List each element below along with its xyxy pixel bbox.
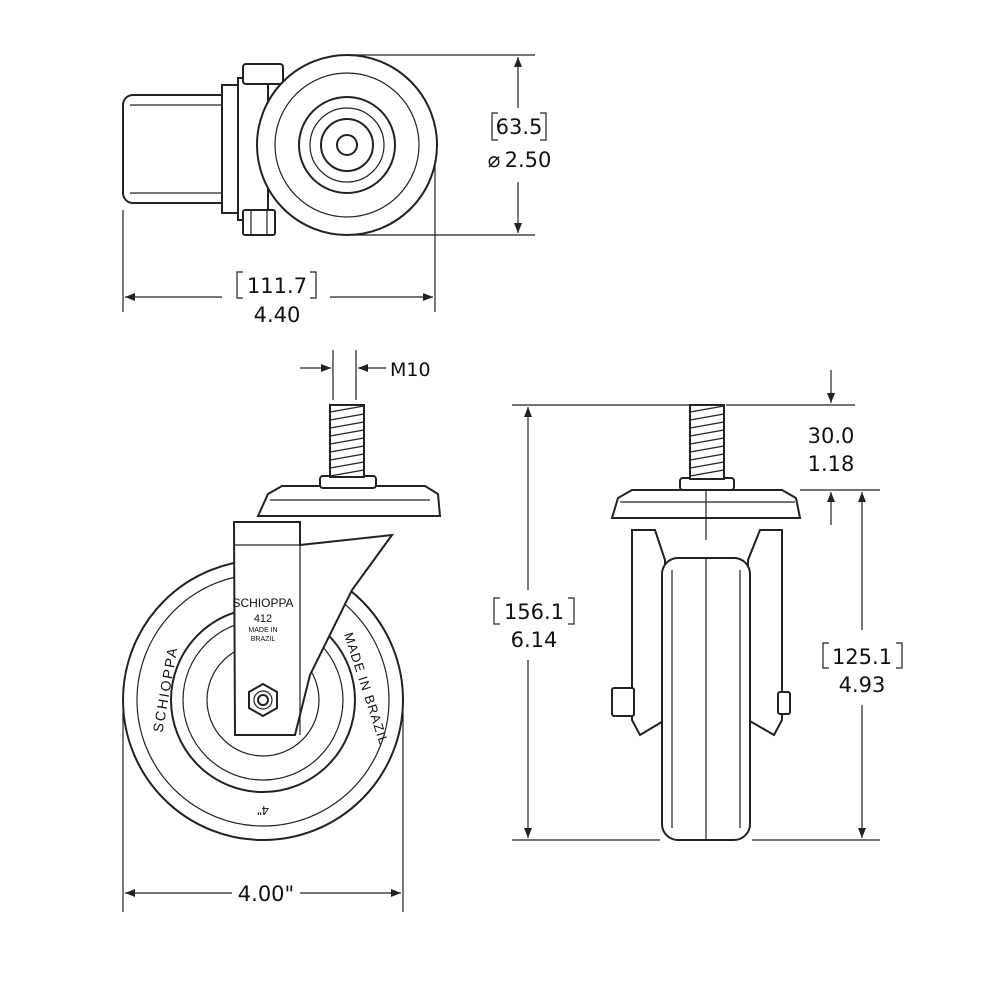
- top-dia-in: 2.50: [505, 148, 552, 172]
- top-length-in: 4.40: [254, 303, 301, 327]
- side-view: 156.1 6.14 30.0 1.18 125.1 4.93: [493, 370, 903, 841]
- stem-height-mm: 30.0: [808, 424, 855, 448]
- top-view: 63.5 ⌀ 2.50 111.7 4.40: [122, 54, 552, 327]
- total-height-in: 6.14: [511, 628, 558, 652]
- fork-model: 412: [254, 613, 272, 625]
- side-axle-nut: [777, 691, 791, 715]
- mount-height-in: 4.93: [839, 673, 886, 697]
- side-fork-left: [631, 529, 666, 737]
- top-view-nut-top: [242, 63, 284, 85]
- wheel-dia-label: 4.00": [238, 882, 294, 906]
- stem-height-in: 1.18: [808, 452, 855, 476]
- diameter-symbol: ⌀: [488, 148, 501, 172]
- top-dia-mm: 63.5: [496, 115, 543, 139]
- front-view: SCHIOPPA MADE IN BRAZIL 4" SCHIOPPA 412 …: [122, 350, 442, 912]
- top-view-stem: [336, 134, 358, 156]
- top-length-mm: 111.7: [247, 274, 307, 298]
- side-fork-right: [747, 529, 783, 737]
- front-top-plate: [256, 485, 442, 517]
- total-height-mm: 156.1: [504, 600, 564, 624]
- fork-brand: SCHIOPPA: [232, 596, 293, 610]
- side-axle-bolt: [611, 687, 635, 717]
- hub-size-mark: 4": [257, 803, 269, 818]
- front-fork: [232, 521, 395, 736]
- fork-made-in-1: MADE IN: [248, 627, 277, 634]
- top-view-nut-bottom: [242, 209, 276, 236]
- mount-height-mm: 125.1: [832, 645, 892, 669]
- fork-made-in-2: BRAZIL: [251, 636, 276, 643]
- top-view-tread: [122, 94, 236, 204]
- thread-label: M10: [390, 359, 431, 381]
- side-threaded-stem: [689, 404, 725, 480]
